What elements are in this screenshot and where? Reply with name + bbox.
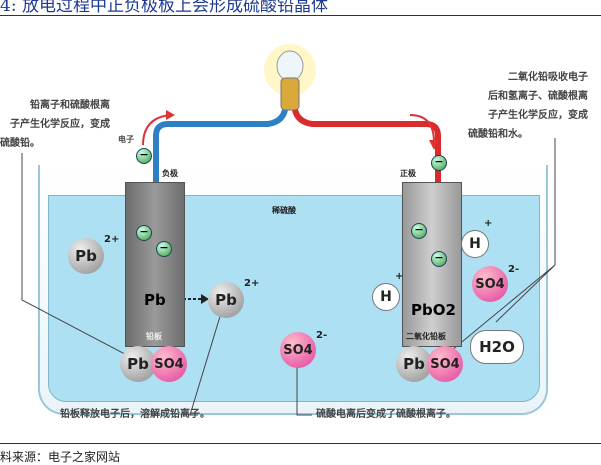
bulb-glass	[276, 50, 304, 82]
note-line: 硫酸铅和水。	[468, 129, 528, 140]
negative-wire	[153, 109, 288, 182]
lead-sulfate-pb: Pb	[120, 346, 156, 382]
pb-label: Pb	[144, 291, 166, 309]
hydrogen-ion: H	[461, 230, 489, 258]
charge-label: 2+	[104, 234, 120, 245]
lead-plate: − − Pb 铅板	[125, 182, 185, 347]
note-line: 子产生化学反应，变成	[488, 110, 588, 121]
lead-ion: Pb	[208, 282, 244, 318]
note-line: 铅离子和硫酸根离	[30, 100, 110, 111]
bulb-base	[280, 77, 300, 111]
electron-arrow	[142, 114, 171, 146]
charge-label: 2+	[244, 278, 260, 289]
electron-icon: −	[156, 241, 172, 257]
lead-dioxide-plate: − − PbO2 二氧化铅板	[402, 182, 462, 347]
electron-icon: −	[136, 225, 152, 241]
water-molecule: H2O	[470, 330, 524, 364]
source-note: 料来源：电子之家网站	[0, 450, 121, 464]
electron-icon: −	[411, 223, 427, 239]
lead-sulfate-so4: SO4	[151, 346, 187, 382]
charge-label: +	[484, 218, 493, 229]
electron-arrow	[409, 114, 435, 143]
charge-label: 2-	[316, 330, 328, 341]
lead-sulfate-so4: SO4	[427, 346, 463, 382]
note-line: 子产生化学反应，变成	[10, 119, 110, 130]
pbo2-plate-label: 二氧化铅板	[406, 332, 446, 341]
electron-icon: −	[136, 148, 152, 164]
note-bottom-left: 铅板释放电子后，溶解成铅离子。	[60, 409, 210, 420]
note-right-top: 二氧化铅吸收电子 后和氢离子、硫酸根离 子产生化学反应，变成 硫酸铅和水。	[468, 68, 588, 144]
sulfate-ion: SO4	[280, 332, 316, 368]
figure-title: 4: 放电过程中正负极板上会形成硫酸铅晶体	[0, 0, 328, 16]
acid-label: 稀硫酸	[272, 206, 296, 215]
hydrogen-ion: H	[372, 283, 400, 311]
note-line: 硫酸铅。	[0, 138, 40, 149]
top-rule	[0, 15, 601, 16]
note-left-top: 铅离子和硫酸根离 子产生化学反应，变成 硫酸铅。	[0, 96, 110, 153]
bottom-rule	[0, 443, 601, 444]
lead-ion: Pb	[68, 238, 104, 274]
charge-label: +	[395, 271, 404, 282]
note-bottom-right: 硫酸电离后变成了硫酸根离子。	[316, 409, 456, 420]
negative-label: 负极	[162, 169, 178, 178]
charge-label: 2-	[508, 264, 520, 275]
electron-label: 电子	[118, 135, 134, 144]
lead-plate-label: 铅板	[146, 332, 162, 341]
note-line: 后和氢离子、硫酸根离	[488, 91, 588, 102]
sulfate-ion: SO4	[472, 266, 508, 302]
pbo2-label: PbO2	[411, 301, 456, 319]
electron-icon: −	[431, 155, 447, 171]
positive-wire	[292, 109, 441, 182]
positive-label: 正极	[400, 169, 416, 178]
lead-sulfate-pb: Pb	[396, 346, 432, 382]
note-line: 二氧化铅吸收电子	[508, 72, 588, 83]
electron-icon: −	[431, 251, 447, 267]
